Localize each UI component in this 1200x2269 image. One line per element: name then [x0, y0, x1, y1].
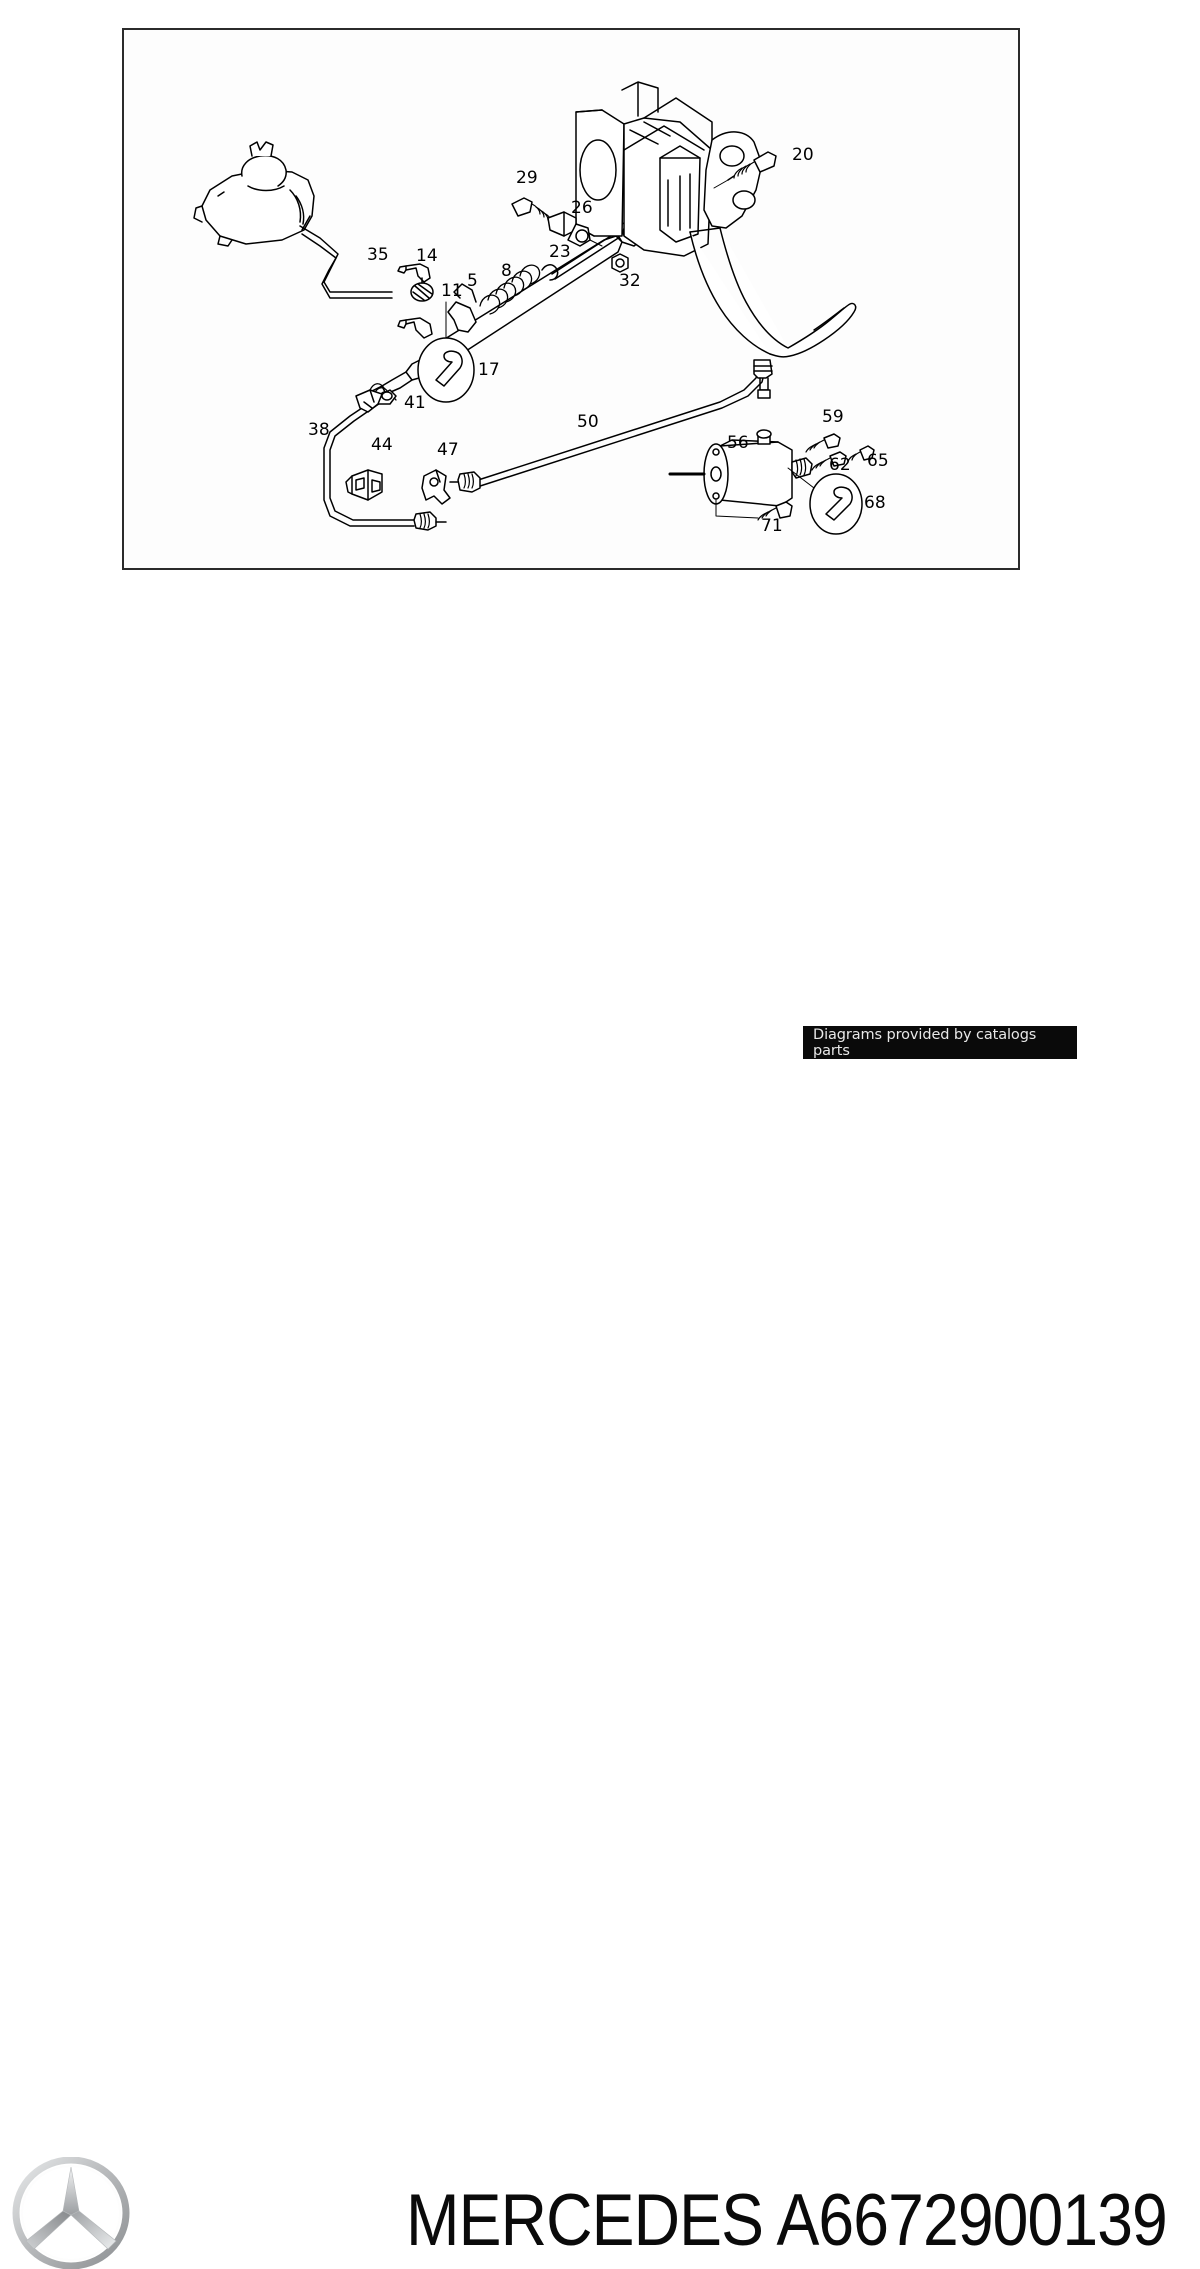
brand-part-number-text: MERCEDES A6672900139 [406, 2180, 1168, 2261]
watermark-banner: Diagrams provided by catalogs parts [803, 1026, 1077, 1059]
nut-32-part [611, 253, 629, 273]
tool-icon-17 [417, 337, 475, 403]
callout-23: 23 [549, 242, 571, 262]
callout-8: 8 [501, 261, 512, 281]
parts-diagram-frame: 20 29 26 23 32 35 14 11 5 8 17 41 38 44 … [122, 28, 1020, 570]
grommet-11-part [410, 277, 434, 302]
tool-icon-68 [809, 473, 863, 535]
callout-65: 65 [867, 451, 889, 471]
bolt-62-part [811, 451, 847, 471]
callout-44: 44 [371, 435, 393, 455]
line-clip-41-part [355, 389, 397, 413]
hydraulic-line-38-part [323, 395, 447, 531]
callout-14: 14 [416, 246, 438, 266]
connector-lower-part [397, 317, 433, 339]
callout-17: 17 [478, 360, 500, 380]
callout-20: 20 [792, 145, 814, 165]
bolt-71-part [715, 499, 793, 521]
connector-14-part [397, 263, 431, 283]
reservoir-hose-35-part [299, 225, 393, 299]
master-cylinder-part [369, 219, 645, 403]
callout-11: 11 [441, 281, 463, 301]
retaining-clip-47-part [421, 469, 451, 505]
callout-50: 50 [577, 412, 599, 432]
clutch-pedal-assembly-part [575, 81, 857, 358]
parts-diagram-canvas: 20 29 26 23 32 35 14 11 5 8 17 41 38 44 … [193, 81, 889, 536]
callout-38: 38 [308, 420, 330, 440]
hydraulic-line-50-part [449, 359, 773, 493]
callout-5: 5 [467, 271, 478, 291]
mercedes-star-logo [12, 2157, 130, 2269]
callout-68: 68 [864, 493, 886, 513]
callout-26: 26 [571, 198, 593, 218]
bolt-59-part [805, 433, 841, 453]
brand-footer: MERCEDES A6672900139 [0, 1075, 1200, 2269]
callout-35: 35 [367, 245, 389, 265]
bolt-20-part [727, 151, 777, 181]
callout-71: 71 [761, 516, 783, 536]
callout-32: 32 [619, 271, 641, 291]
callout-47: 47 [437, 440, 459, 460]
callout-41: 41 [404, 393, 426, 413]
line-holder-44-part [345, 469, 383, 501]
callout-62: 62 [829, 455, 851, 475]
callout-59: 59 [822, 407, 844, 427]
watermark-text: Diagrams provided by catalogs parts [813, 1026, 1037, 1059]
callout-29: 29 [516, 168, 538, 188]
bushing-26-part [547, 211, 603, 247]
callout-56: 56 [727, 433, 749, 453]
bolt-65-part [847, 445, 875, 463]
callout-labels: 20 29 26 23 32 35 14 11 5 8 17 41 38 44 … [308, 145, 889, 536]
slave-cylinder-part [668, 429, 813, 507]
fluid-reservoir-part [193, 141, 315, 247]
